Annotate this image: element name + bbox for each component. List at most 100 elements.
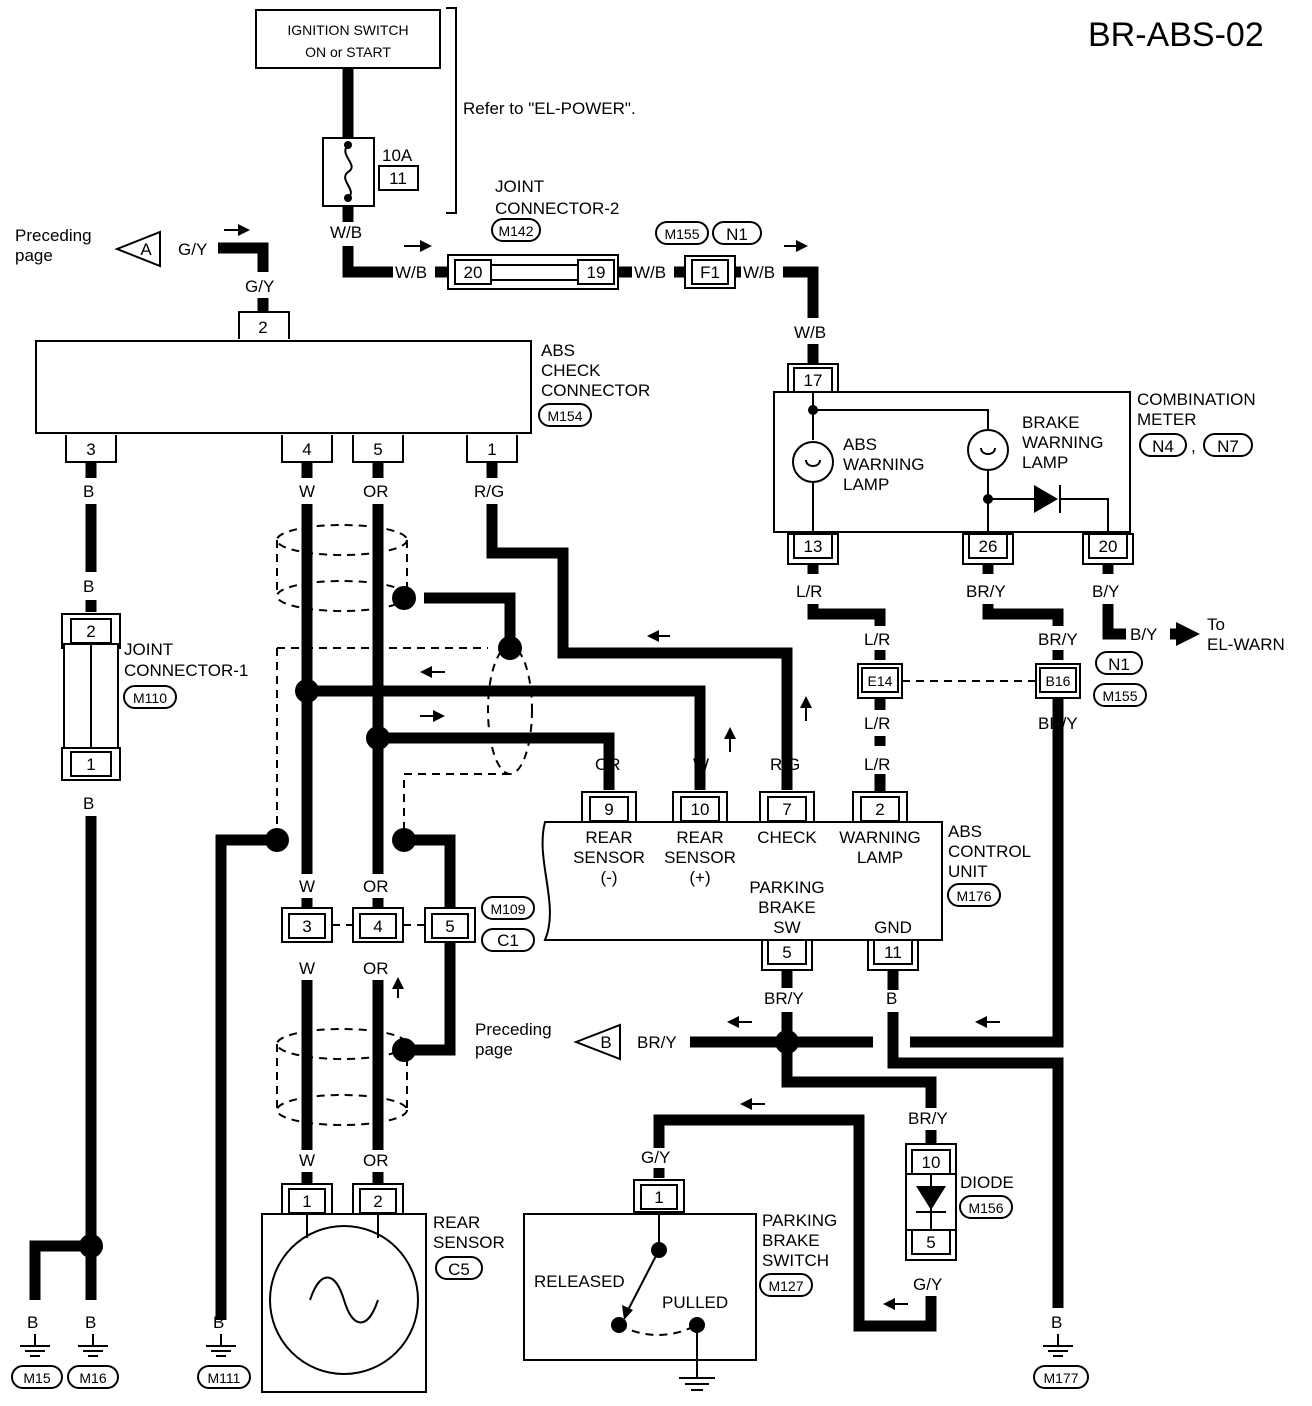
svg-text:To: To [1207,615,1225,634]
wire-label: G/Y [913,1275,942,1294]
ground-icon [20,1334,50,1357]
svg-text:PARKING: PARKING [762,1211,837,1230]
svg-text:CONNECTOR-1: CONNECTOR-1 [124,661,248,680]
wire-label: B/Y [1092,582,1119,601]
svg-text:1: 1 [487,440,496,459]
svg-text:4: 4 [373,917,382,936]
wire-label: W [299,877,315,896]
svg-text:GND: GND [874,918,912,937]
svg-text:5: 5 [782,943,791,962]
svg-text:ON or START: ON or START [305,44,391,60]
wire-label: L/R [864,630,890,649]
svg-text:ABS: ABS [541,341,575,360]
wire-label: OR [363,877,389,896]
ground-icon [1043,1334,1073,1357]
abs-control-unit: 9 10 7 2 REAR SENSOR (-) REAR SENSOR (+)… [541,791,1031,971]
wire-label: B [886,989,897,1008]
svg-text:10A: 10A [382,146,413,165]
svg-text:CONNECTOR-2: CONNECTOR-2 [495,199,619,218]
svg-text:3: 3 [302,917,311,936]
svg-text:REAR: REAR [676,828,723,847]
svg-text:M142: M142 [498,223,533,239]
svg-text:19: 19 [587,263,606,282]
svg-text:CONNECTOR: CONNECTOR [541,381,650,400]
wire-label: L/R [796,582,822,601]
svg-text:DIODE: DIODE [960,1173,1014,1192]
svg-text:9: 9 [604,800,613,819]
wire-label: L/R [864,755,890,774]
preceding-page-b: Preceding page B BR/Y [475,1020,677,1061]
svg-text:M154: M154 [547,408,582,424]
wire-label: OR [363,482,389,501]
svg-text:EL-WARN: EL-WARN [1207,635,1285,654]
svg-text:2: 2 [875,800,884,819]
ground-code: M111 [208,1370,241,1386]
svg-text:REAR: REAR [585,828,632,847]
svg-text:10: 10 [691,800,710,819]
svg-text:page: page [475,1040,513,1059]
wire-label: G/Y [641,1148,670,1167]
svg-text:N4: N4 [1152,437,1174,456]
wire-label: W/B [330,223,362,242]
ground-code: M177 [1043,1370,1078,1386]
svg-text:RELEASED: RELEASED [534,1272,625,1291]
svg-text:(-): (-) [601,868,618,887]
svg-text:LAMP: LAMP [843,475,889,494]
wire-label: BR/Y [1038,714,1078,733]
svg-text:N1: N1 [726,225,748,244]
svg-text:WARNING: WARNING [839,828,921,847]
wire-label: B [83,794,94,813]
svg-text:BRAKE: BRAKE [1022,413,1080,432]
wire-label: OR [363,959,389,978]
svg-text:WARNING: WARNING [1022,433,1104,452]
svg-text:ABS: ABS [843,435,877,454]
svg-text:BRAKE: BRAKE [762,1231,820,1250]
svg-text:SW: SW [773,918,800,937]
diode: 10 5 DIODE M156 [905,1143,1014,1261]
wire-label: R/G [770,755,800,774]
svg-text:IGNITION SWITCH: IGNITION SWITCH [287,22,408,38]
ground-code: M15 [23,1370,50,1386]
ground-code: M16 [79,1370,106,1386]
wire-label: BR/Y [764,989,804,1008]
combination-meter: 17 ABS WARNING LAMP BRAKE WARNING LAMP 1… [773,363,1256,565]
wire-label: W/B [634,263,666,282]
svg-text:SENSOR: SENSOR [573,848,645,867]
svg-text:METER: METER [1137,410,1197,429]
svg-text:B16: B16 [1046,673,1071,689]
svg-text:20: 20 [464,263,483,282]
svg-text:5: 5 [926,1233,935,1252]
wire-label: B [213,1313,224,1332]
joint-connector-2: JOINT CONNECTOR-2 M142 20 19 [447,177,619,290]
svg-text:,: , [1191,437,1196,456]
connector-e14: E14 [857,663,903,699]
wire-label: W/B [743,263,775,282]
svg-text:CHECK: CHECK [757,828,817,847]
wire-label: B/Y [1130,625,1157,644]
svg-text:13: 13 [804,537,823,556]
svg-text:2: 2 [373,1192,382,1211]
svg-text:WARNING: WARNING [843,455,925,474]
wire-label: BR/Y [966,582,1006,601]
svg-text:2: 2 [258,318,267,337]
svg-text:LAMP: LAMP [1022,453,1068,472]
svg-text:7: 7 [782,800,791,819]
svg-text:26: 26 [979,537,998,556]
wire-label: R/G [474,482,504,501]
svg-text:Preceding: Preceding [475,1020,552,1039]
wire-label: B [83,482,94,501]
svg-text:11: 11 [884,943,902,962]
svg-text:JOINT: JOINT [124,640,173,659]
svg-text:REAR: REAR [433,1213,480,1232]
refer-el-power: Refer to "EL-POWER". [463,99,636,118]
svg-text:1: 1 [302,1192,311,1211]
svg-text:COMBINATION: COMBINATION [1137,390,1256,409]
svg-text:SENSOR: SENSOR [433,1233,505,1252]
wire-label: W/B [794,323,826,342]
svg-text:PARKING: PARKING [749,878,824,897]
connector-f1: M155 N1 F1 [655,221,762,289]
wire-label: OR [363,1151,389,1170]
wire-label: BR/Y [908,1109,948,1128]
wire-label: W [299,482,315,501]
